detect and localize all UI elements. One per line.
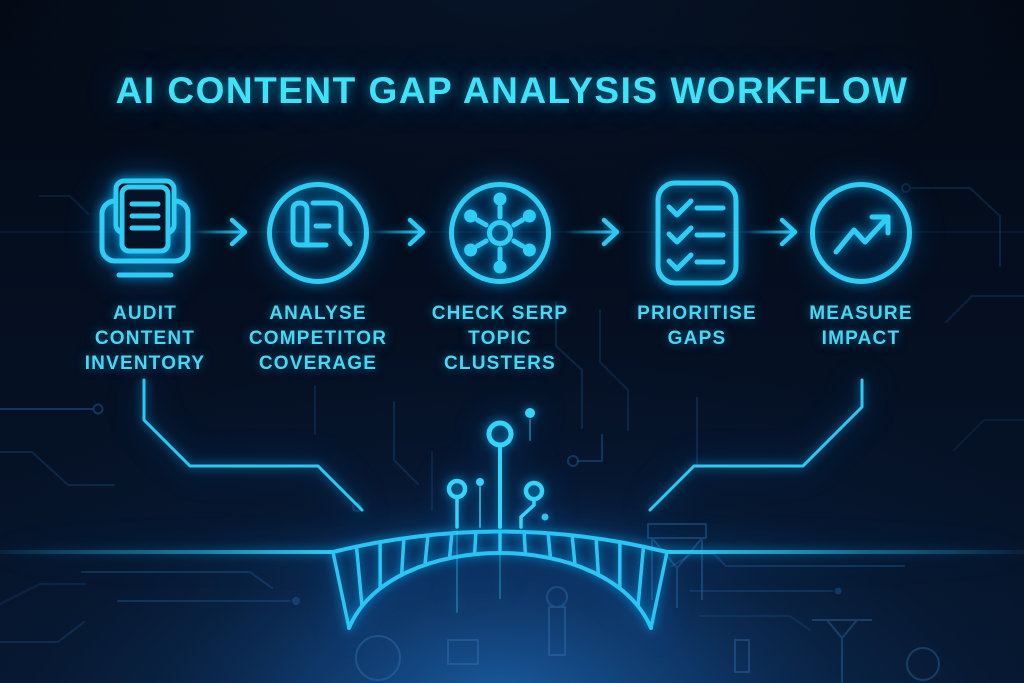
trend-up-arrow-icon — [810, 182, 912, 284]
bridge-rungs — [331, 529, 669, 630]
node-lamp-posts — [446, 408, 549, 613]
bridge-glow-hill — [141, 485, 859, 683]
step-measure-impact: MEASURE IMPACT — [776, 171, 946, 351]
step-label: PRIORITISE GAPS — [637, 303, 757, 349]
arrow-right-icon — [744, 217, 798, 247]
arrow-right-icon — [372, 217, 426, 247]
step-label: AUDIT CONTENT INVENTORY — [84, 303, 206, 374]
topic-cluster-network-icon — [449, 182, 551, 284]
arrow-right-icon — [194, 217, 248, 247]
arrow-right-icon — [566, 217, 620, 247]
step-label: ANALYSE COMPETITOR COVERAGE — [248, 303, 388, 374]
arch-bridge — [0, 529, 1024, 630]
step-check-serp-topic-clusters: CHECK SERP TOPIC CLUSTERS — [415, 171, 585, 376]
bright-circuit-connectors — [142, 378, 864, 512]
step-analyse-competitor-coverage: ANALYSE COMPETITOR COVERAGE — [233, 171, 403, 376]
step-label: MEASURE IMPACT — [809, 303, 913, 349]
step-audit-content-inventory: AUDIT CONTENT INVENTORY — [60, 171, 230, 376]
document-review-icon — [267, 182, 369, 284]
step-prioritise-gaps: PRIORITISE GAPS — [612, 171, 782, 351]
stacked-documents-icon — [99, 178, 191, 278]
page-title: AI CONTENT GAP ANALYSIS WORKFLOW — [115, 70, 909, 111]
checklist-icon — [655, 180, 739, 286]
city-skyline-silhouette — [355, 523, 940, 683]
step-label: CHECK SERP TOPIC CLUSTERS — [431, 303, 569, 374]
